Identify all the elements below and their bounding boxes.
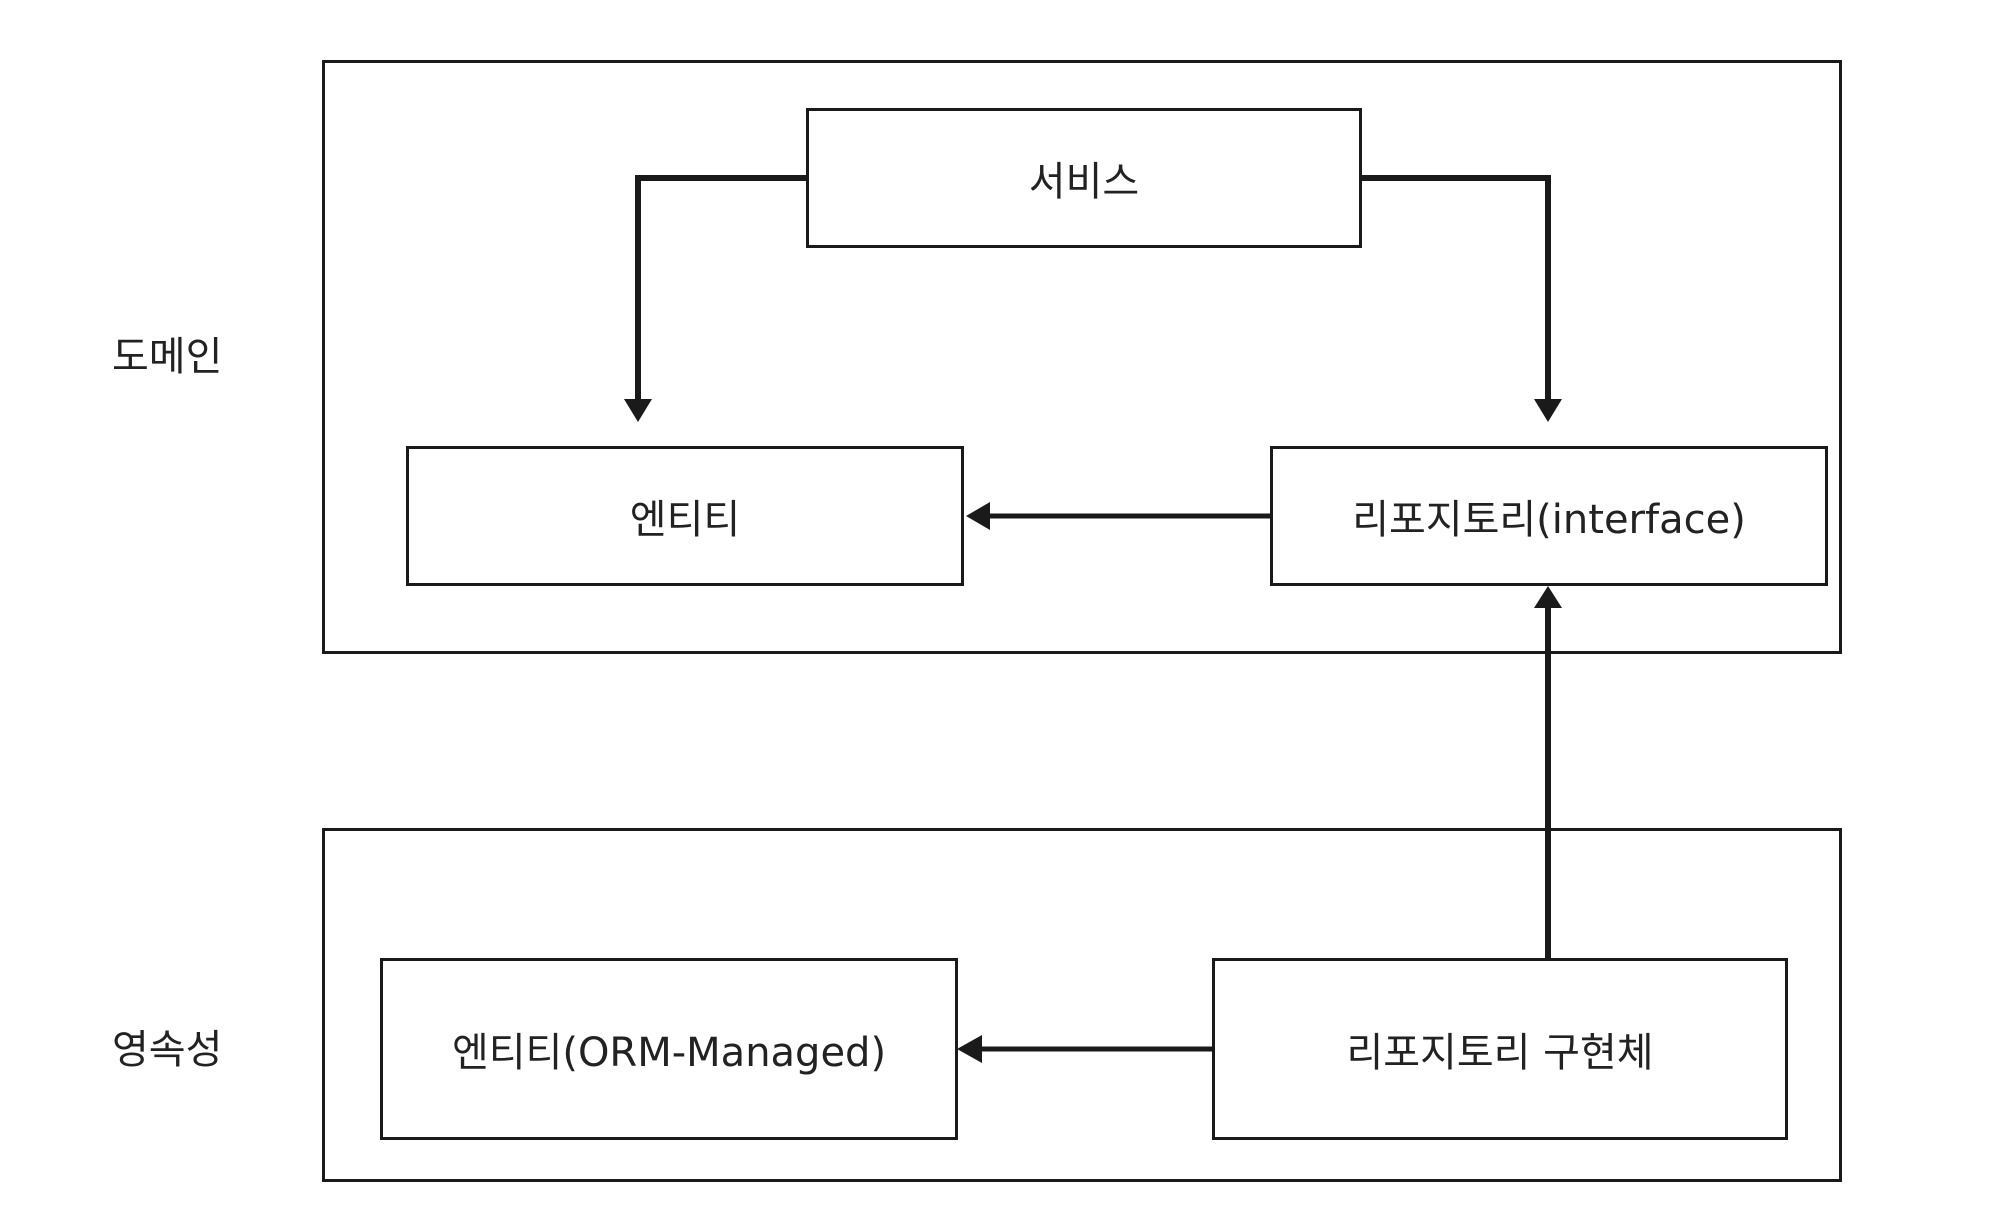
domain-entity-node: 엔티티 — [406, 446, 964, 586]
orm-entity-node: 엔티티(ORM-Managed) — [380, 958, 958, 1140]
repository-interface-node: 리포지토리(interface) — [1270, 446, 1828, 586]
persistence-layer-frame — [322, 828, 1842, 1182]
repository-impl-node: 리포지토리 구현체 — [1212, 958, 1788, 1140]
persistence-layer-label: 영속성 — [112, 1027, 223, 1073]
domain-layer-frame — [322, 60, 1842, 654]
service-node: 서비스 — [806, 108, 1362, 248]
domain-layer-label: 도메인 — [112, 334, 223, 380]
